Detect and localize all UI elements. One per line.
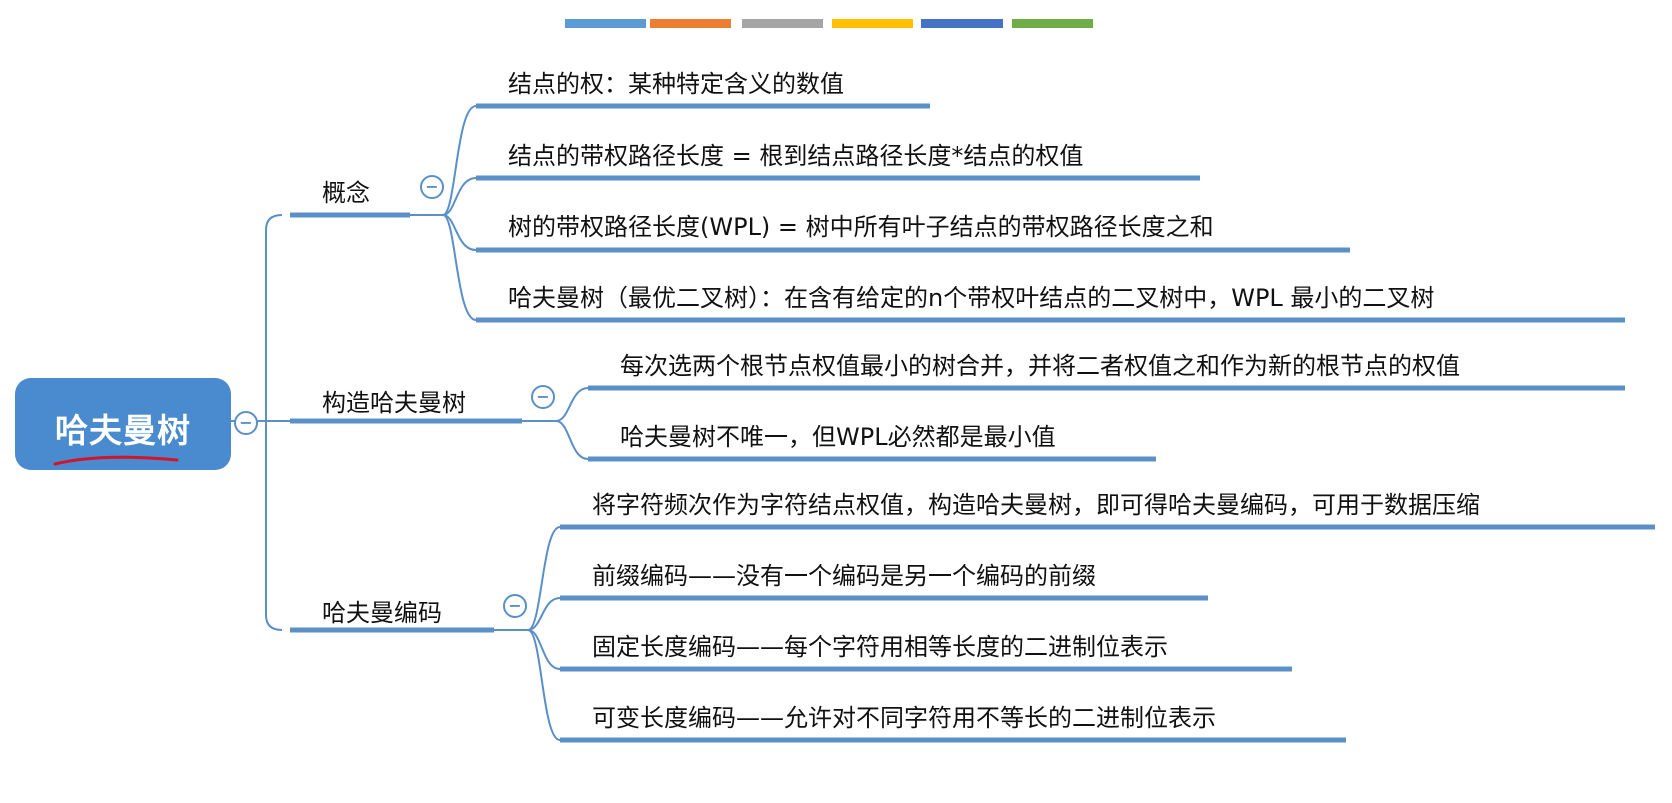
theme-color-swatch-3[interactable] (742, 19, 823, 28)
subtopic-huffman-definition[interactable]: 哈夫曼树（最优二叉树）：在含有给定的n个带权叶结点的二叉树中，WPL 最小的二叉… (508, 284, 1435, 312)
construct-collapse-toggle[interactable]: − (531, 385, 555, 409)
theme-color-swatch-2[interactable] (650, 19, 731, 28)
minus-icon: − (425, 177, 439, 196)
subtopic-wpl[interactable]: 树的带权路径长度(WPL) = 树中所有叶子结点的带权路径长度之和 (508, 213, 1214, 241)
trunk-curve (265, 214, 283, 631)
concept-collapse-toggle[interactable]: − (420, 175, 444, 199)
root-topic[interactable]: 哈夫曼树 (15, 378, 231, 470)
subtopic-merge-step[interactable]: 每次选两个根节点权值最小的树合并，并将二者权值之和作为新的根节点的权值 (620, 352, 1460, 380)
curve-connector (442, 105, 477, 216)
minus-icon: − (239, 413, 253, 432)
theme-color-swatch-6[interactable] (1012, 19, 1093, 28)
curve-connector (555, 387, 589, 422)
subtopic-fixed-length-code[interactable]: 固定长度编码——每个字符用相等长度的二进制位表示 (592, 633, 1168, 661)
coding-collapse-toggle[interactable]: − (503, 594, 527, 618)
topic-construct-huffman-tree[interactable]: 构造哈夫曼树 (322, 389, 466, 417)
curve-connector (527, 629, 561, 741)
root-topic-label: 哈夫曼树 (55, 411, 191, 450)
topic-huffman-coding[interactable]: 哈夫曼编码 (322, 599, 442, 627)
subtopic-frequency-weights[interactable]: 将字符频次作为字符结点权值，构造哈夫曼树，即可得哈夫曼编码，可用于数据压缩 (592, 491, 1480, 519)
subtopic-variable-length-code[interactable]: 可变长度编码——允许对不同字符用不等长的二进制位表示 (592, 704, 1216, 732)
curve-connector (527, 597, 561, 631)
subtopic-node-weight[interactable]: 结点的权：某种特定含义的数值 (508, 70, 844, 98)
curve-connector (442, 177, 477, 216)
root-collapse-toggle[interactable]: − (234, 411, 258, 435)
topic-concept[interactable]: 概念 (322, 179, 370, 207)
minus-icon: − (508, 596, 522, 615)
subtopic-weighted-path-length[interactable]: 结点的带权路径长度 = 根到结点路径长度*结点的权值 (508, 142, 1084, 170)
subtopic-prefix-code[interactable]: 前缀编码——没有一个编码是另一个编码的前缀 (592, 562, 1096, 590)
theme-color-swatch-1[interactable] (565, 19, 646, 28)
theme-color-swatch-4[interactable] (832, 19, 913, 28)
curve-connector (527, 526, 561, 631)
minus-icon: − (536, 387, 550, 406)
hand-drawn-underline (53, 455, 179, 466)
curve-connector (555, 420, 589, 460)
theme-color-swatch-5[interactable] (921, 19, 1003, 28)
curve-connector (442, 214, 477, 321)
subtopic-not-unique[interactable]: 哈夫曼树不唯一，但WPL必然都是最小值 (620, 423, 1056, 451)
